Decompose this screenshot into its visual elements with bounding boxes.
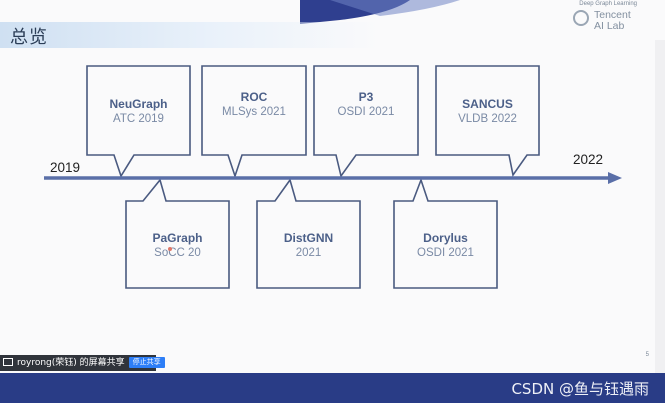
callout-neugraph [86,65,191,178]
title-bar [0,22,380,48]
timeline-diagram [44,65,622,289]
timeline-end-year: 2022 [573,152,604,167]
event-venue: OSDI 2021 [337,106,395,118]
screen-share-icon [3,358,13,366]
callout-distgnn [256,178,361,289]
logo-name-line1: Tencent [594,9,631,21]
event-venue: 2021 [295,247,322,259]
event-venue: VLDB 2022 [458,113,517,125]
logo-icon [573,10,589,26]
event-venue: SoCC 20 [154,247,201,259]
timeline-arrowhead [608,172,622,184]
pointer-dot [168,247,172,251]
callout-dorylus [393,177,498,289]
event-p3: P3 OSDI 2021 [314,90,418,118]
screen-share-bar: royrong(荣钰) 的屏幕共享停止共享 [0,355,165,371]
event-neugraph: NeuGraph ATC 2019 [87,97,190,125]
timeline-start-year: 2019 [50,160,81,175]
event-venue: MLSys 2021 [222,106,286,118]
bottom-strip [0,373,665,403]
event-name: NeuGraph [109,97,168,111]
event-name: Dorylus [423,231,468,245]
event-distgnn: DistGNN 2021 [257,231,360,259]
stop-share-button[interactable]: 停止共享 [128,357,165,368]
header-decoration [300,0,460,24]
logo-tagline: Deep Graph Learning [579,1,637,7]
event-pagraph: PaGraph SoCC 20 [126,231,229,259]
event-sancus: SANCUS VLDB 2022 [436,97,539,125]
event-name: PaGraph [152,231,203,245]
slide-title: 总览 [10,27,48,48]
event-dorylus: Dorylus OSDI 2021 [394,231,497,259]
page-number: 5 [645,352,649,358]
logo-name: Tencent AI Lab [594,10,631,32]
screen-share-label: royrong(荣钰) 的屏幕共享 [17,358,125,368]
event-venue: ATC 2019 [113,113,164,125]
event-name: ROC [240,90,268,104]
slide-edge [655,40,665,373]
event-roc: ROC MLSys 2021 [202,90,306,118]
event-name: P3 [358,90,374,104]
event-name: DistGNN [283,231,334,245]
callout-p3 [313,65,419,178]
callout-sancus [435,65,540,177]
event-name: SANCUS [462,97,513,111]
callout-roc [201,65,307,179]
event-venue: OSDI 2021 [417,247,474,259]
csdn-watermark: CSDN @鱼与钰遇雨 [511,380,649,398]
logo-name-line2: AI Lab [594,20,625,32]
tencent-ai-lab-logo: Deep Graph Learning Tencent AI Lab [567,0,657,36]
callout-pagraph [125,178,230,289]
slide: 总览 Deep Graph Learning Tencent AI Lab 20… [0,0,665,373]
